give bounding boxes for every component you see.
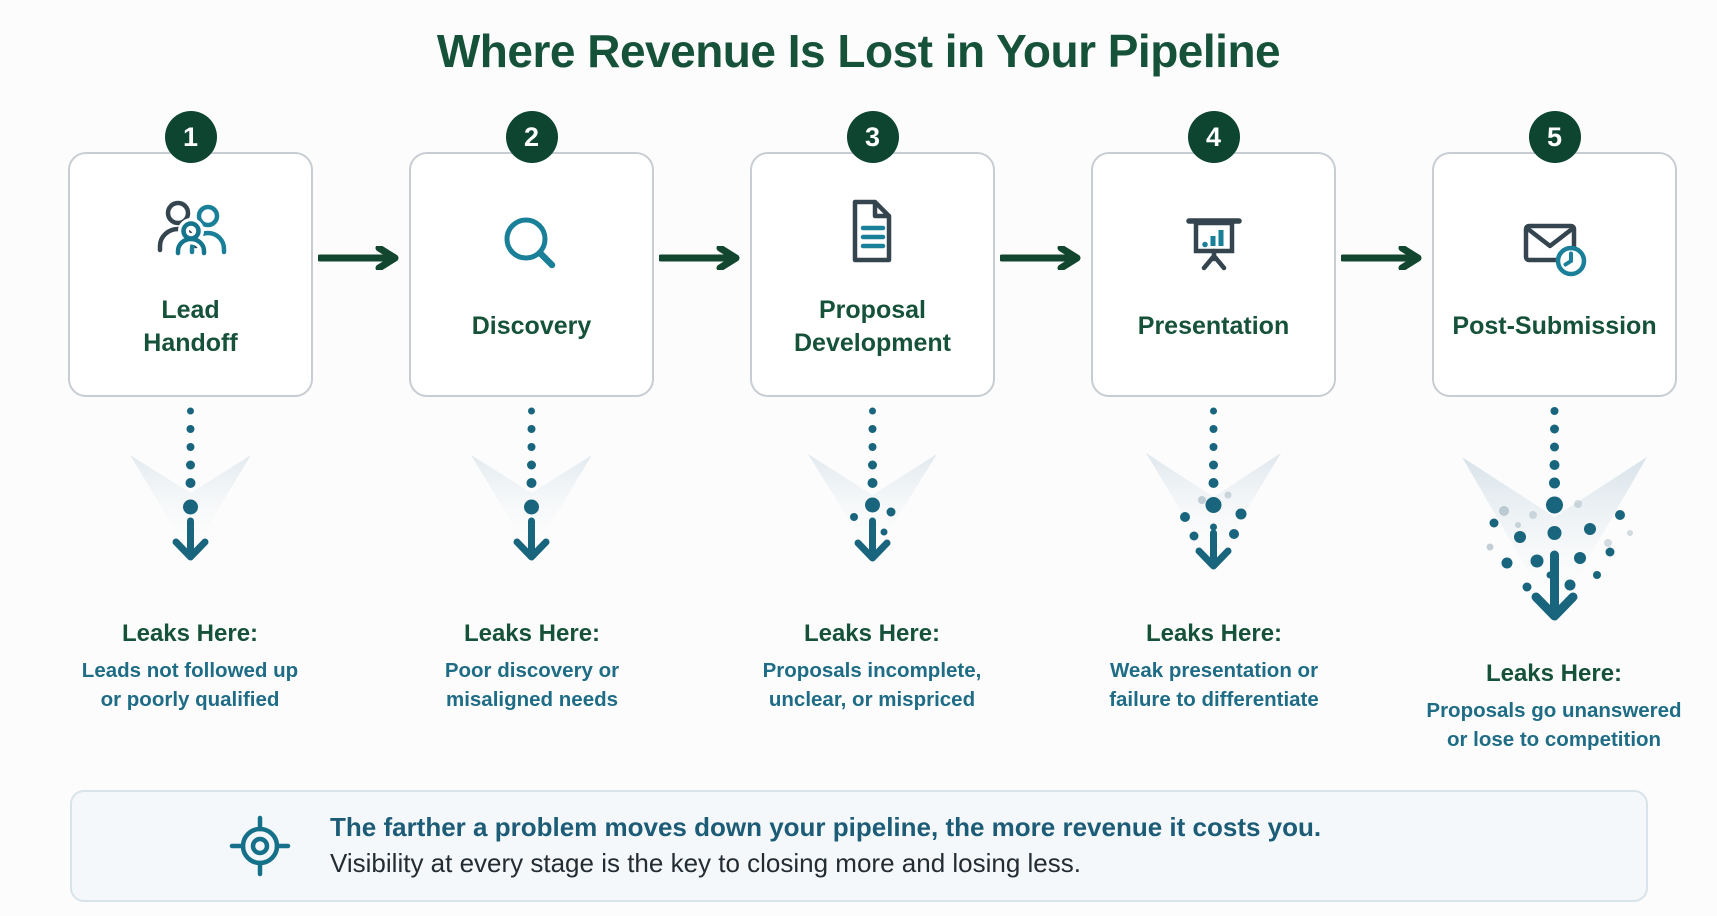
stage-number-badge: 4 — [1187, 111, 1240, 163]
leak-line: or lose to competition — [1446, 727, 1662, 751]
stage-number-badge: 5 — [1528, 111, 1581, 163]
stage-label-line: Presentation — [1137, 312, 1290, 341]
stage-label: Lead Handoff — [143, 294, 237, 359]
document-icon — [831, 190, 915, 274]
leak-line: Proposals incomplete, — [762, 659, 982, 682]
flow-arrow-icon — [998, 244, 1086, 272]
page-title: Where Revenue Is Lost in Your Pipeline — [436, 25, 1281, 77]
leak-title: Leaks Here: — [803, 620, 941, 647]
magnifier-icon — [490, 206, 574, 290]
leak-trail — [409, 405, 654, 585]
envelope-clock-icon — [1513, 206, 1597, 290]
leak-line: Weak presentation or — [1109, 659, 1319, 682]
stage-label: Discovery — [472, 310, 592, 343]
presentation-board-icon — [1172, 206, 1256, 290]
leak-description: Leads not followed up or poorly qualifie… — [38, 657, 342, 714]
stage-card: Proposal Development — [750, 152, 995, 397]
callout-subtext: Visibility at every stage is the key to … — [330, 848, 1081, 878]
flow-arrow-icon — [1339, 244, 1427, 272]
stage-label-line: Handoff — [143, 328, 238, 357]
leak-line: Proposals go unanswered — [1426, 699, 1682, 722]
stage-card: Discovery — [409, 152, 654, 397]
leak-trail — [750, 405, 995, 585]
target-icon — [228, 814, 292, 878]
stage-label: Presentation — [1138, 310, 1289, 343]
leak-note-proposal-development: Leaks Here: Proposals incomplete, unclea… — [720, 620, 1024, 714]
stage-label-line: Discovery — [471, 312, 592, 341]
flow-arrow-icon — [316, 244, 404, 272]
flow-arrow-icon — [657, 244, 745, 272]
stage-number-badge: 3 — [846, 111, 899, 163]
leak-note-lead-handoff: Leaks Here: Leads not followed up or poo… — [38, 620, 342, 714]
leak-description: Proposals incomplete, unclear, or mispri… — [720, 657, 1024, 714]
leak-trail — [68, 405, 313, 585]
stage-card: Presentation — [1091, 152, 1336, 397]
leak-trail — [1432, 405, 1677, 655]
leak-title: Leaks Here: — [1485, 660, 1623, 687]
leak-line: Poor discovery or — [444, 659, 620, 682]
leak-title: Leaks Here: — [463, 620, 601, 647]
leak-line: or poorly qualified — [100, 687, 280, 711]
leak-title: Leaks Here: — [1145, 620, 1283, 647]
leak-note-discovery: Leaks Here: Poor discovery or misaligned… — [380, 620, 684, 714]
leak-line: failure to differentiate — [1109, 687, 1319, 711]
stage-label-line: Post-Submission — [1452, 312, 1657, 341]
leak-trail — [1091, 405, 1336, 595]
leak-description: Proposals go unanswered or lose to compe… — [1402, 697, 1706, 754]
leak-title: Leaks Here: — [121, 620, 259, 647]
stage-label: Post-Submission — [1452, 310, 1656, 343]
stage-label-line: Lead — [161, 296, 220, 324]
leak-note-presentation: Leaks Here: Weak presentation or failure… — [1062, 620, 1366, 714]
leak-line: misaligned needs — [445, 687, 619, 711]
people-handoff-icon — [149, 190, 233, 274]
stage-number-badge: 1 — [164, 111, 217, 163]
leak-description: Poor discovery or misaligned needs — [380, 657, 684, 714]
callout-banner: The farther a problem moves down your pi… — [70, 790, 1648, 902]
stage-number-badge: 2 — [505, 111, 558, 163]
leak-line: unclear, or mispriced — [768, 687, 976, 711]
callout-text: The farther a problem moves down your pi… — [330, 810, 1321, 882]
stage-label-line: Development — [794, 328, 951, 357]
leak-line: Leads not followed up — [81, 659, 299, 682]
stage-card: Post-Submission — [1432, 152, 1677, 397]
stage-label: Proposal Development — [794, 294, 951, 359]
stage-card: Lead Handoff — [68, 152, 313, 397]
leak-note-post-submission: Leaks Here: Proposals go unanswered or l… — [1402, 660, 1706, 754]
stage-label-line: Proposal — [819, 296, 926, 324]
leak-description: Weak presentation or failure to differen… — [1062, 657, 1366, 714]
callout-headline: The farther a problem moves down your pi… — [330, 812, 1322, 843]
